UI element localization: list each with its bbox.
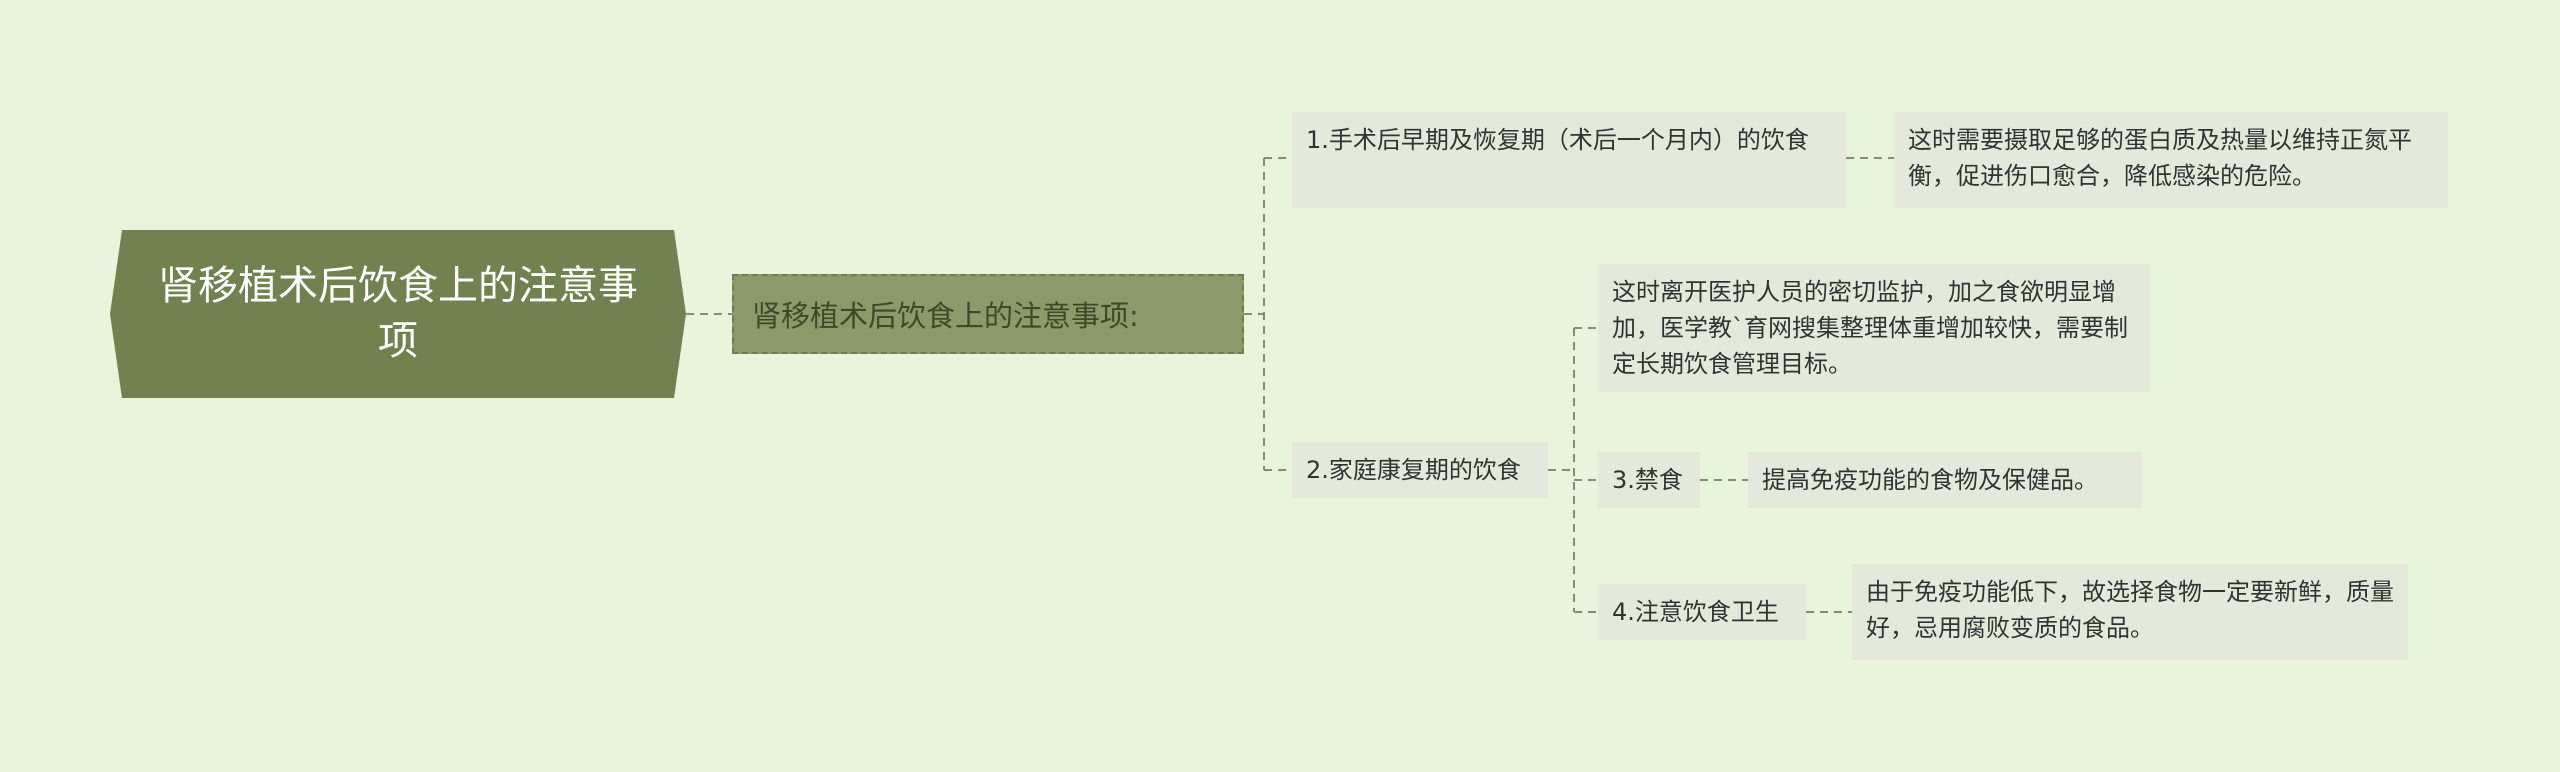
fasting-detail[interactable]: 提高免疫功能的食物及保健品。 <box>1748 452 2142 508</box>
food-hygiene-detail[interactable]: 由于免疫功能低下，故选择食物一定要新鲜，质量好，忌用腐败变质的食品。 <box>1852 564 2408 660</box>
connector-topic-trunk <box>1244 158 1265 470</box>
branch-early-recovery-label: 1.手术后早期及恢复期（术后一个月内）的饮食 <box>1306 126 1809 154</box>
main-topic-label: 肾移植术后饮食上的注意事项: <box>752 299 1139 333</box>
branch-food-hygiene-label: 4.注意饮食卫生 <box>1612 598 1779 626</box>
connector-branch-2-trunk <box>1548 328 1575 612</box>
branch-home-rehab[interactable]: 2.家庭康复期的饮食 <box>1292 442 1548 498</box>
branch-fasting[interactable]: 3.禁食 <box>1598 452 1700 508</box>
branch-early-recovery[interactable]: 1.手术后早期及恢复期（术后一个月内）的饮食 <box>1292 112 1846 208</box>
root-topic[interactable]: 肾移植术后饮食上的注意事项 <box>110 230 686 398</box>
home-rehab-monitoring-note[interactable]: 这时离开医护人员的密切监护，加之食欲明显增加，医学教`育网搜集整理体重增加较快，… <box>1598 264 2150 392</box>
home-rehab-monitoring-text: 这时离开医护人员的密切监护，加之食欲明显增加，医学教`育网搜集整理体重增加较快，… <box>1612 278 2128 378</box>
branch-fasting-label: 3.禁食 <box>1612 466 1683 494</box>
main-topic[interactable]: 肾移植术后饮食上的注意事项: <box>732 274 1244 354</box>
early-recovery-detail[interactable]: 这时需要摄取足够的蛋白质及热量以维持正氮平衡，促进伤口愈合，降低感染的危险。 <box>1894 112 2448 208</box>
early-recovery-detail-text: 这时需要摄取足够的蛋白质及热量以维持正氮平衡，促进伤口愈合，降低感染的危险。 <box>1908 126 2412 190</box>
branch-home-rehab-label: 2.家庭康复期的饮食 <box>1306 456 1521 484</box>
root-topic-label: 肾移植术后饮食上的注意事项 <box>158 263 638 364</box>
branch-food-hygiene[interactable]: 4.注意饮食卫生 <box>1598 584 1806 640</box>
food-hygiene-detail-text: 由于免疫功能低下，故选择食物一定要新鲜，质量好，忌用腐败变质的食品。 <box>1866 578 2394 642</box>
fasting-detail-text: 提高免疫功能的食物及保健品。 <box>1762 466 2098 494</box>
